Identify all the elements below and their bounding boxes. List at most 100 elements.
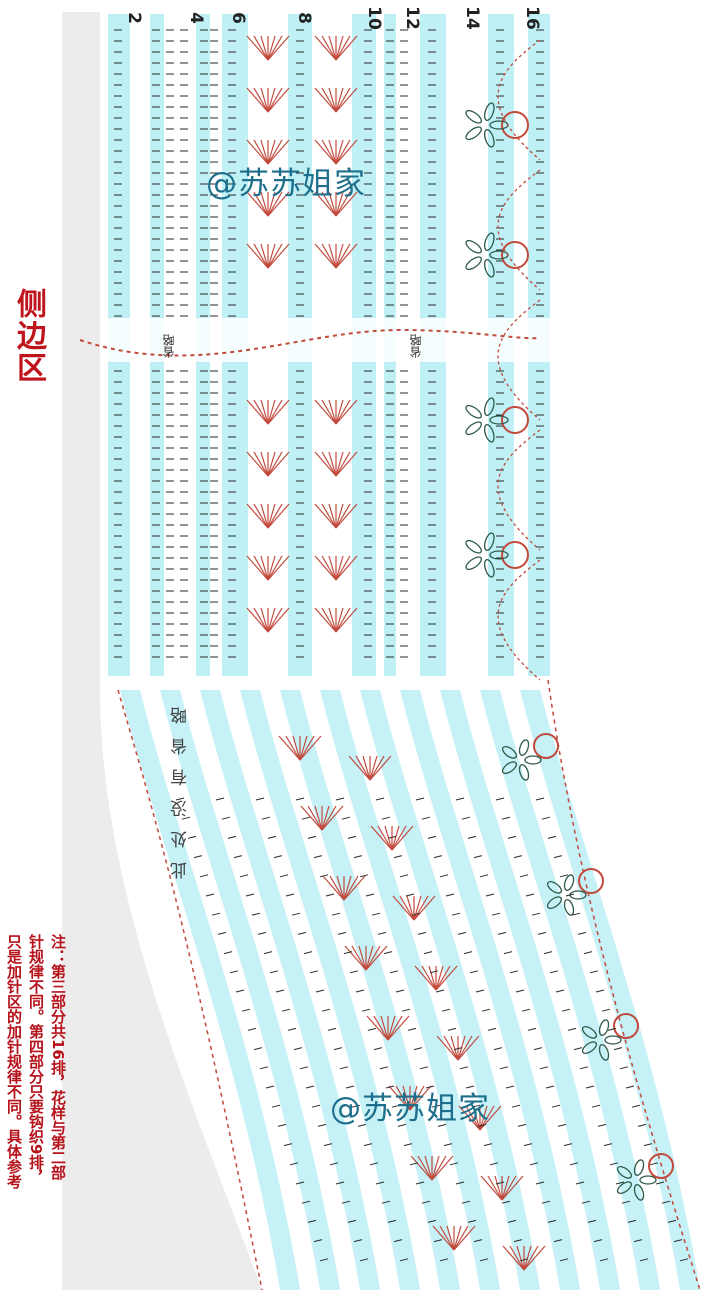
bottom-stitch-9-88 [667,1219,677,1223]
bottom-stitch-0-88 [307,1219,317,1223]
bottom-fan-b-4-3 [457,1035,480,1061]
bottom-fan-b-2-1 [413,895,422,921]
bottom-left-boundary [117,689,263,1290]
bottom-stitch-7-88 [587,1219,597,1223]
bottom-stitch-3-32 [343,951,353,955]
bottom-fan-b-0--2 [355,755,371,781]
row-number-10: 10 [363,6,384,30]
fan-stroke-0-164--3 [246,139,269,165]
fan-stroke-1-424-1 [335,399,344,425]
fan-stroke-0-60--3 [246,35,269,61]
bottom-fan-b-2--3 [392,895,415,921]
fan-stroke-0-112-3 [267,87,290,113]
bottom-fan-a-5-2 [409,1085,425,1111]
bottom-fan-a-6-1 [431,1155,440,1181]
bottom-stitch-2-80 [375,1181,385,1185]
bottom-stitch-2-64 [351,1104,361,1108]
bottom-fan-b-4-2 [457,1035,473,1061]
bottom-stitch-2-8 [267,835,277,839]
bottom-stitch-4-20 [365,893,375,897]
bottom-stitch-0-36 [229,970,239,974]
bottom-fan-b-6-3 [501,1175,524,1201]
fan-stroke-0-112--3 [246,87,269,113]
bottom-stitch-2-4 [261,816,271,820]
fan-stroke-1-60--2 [321,35,337,61]
bottom-stitch-0-40 [235,989,245,993]
bottom-stitch-5-20 [405,893,415,897]
bottom-stitch-2-68 [357,1123,367,1127]
bottom-fan-a-4--3 [366,1015,389,1041]
flower-petal-2-2 [465,421,482,436]
bottom-stitch-7-48 [527,1027,537,1031]
bottom-stitch-3-80 [415,1181,425,1185]
bottom-stitch-9-32 [583,951,593,955]
bottom-fan-a-7--3 [432,1225,455,1251]
fan-stroke-0-424-2 [267,399,283,425]
bottom-fan-b-5-3 [479,1105,502,1131]
bottom-stitch-9-0 [535,797,545,801]
bottom-band-10 [520,690,700,1290]
fan-stroke-1-528--3 [314,503,337,529]
bottom-fan-a-3-3 [365,945,388,971]
bottom-stitch-3-16 [319,874,329,878]
bottom-stitch-8-28 [537,931,547,935]
flower-petal-0-4 [483,102,495,121]
bottom-stitch-3-0 [295,797,305,801]
bottom-band-7 [400,690,580,1290]
fan-stroke-0-268-2 [267,243,283,269]
bottom-stitch-5-72 [483,1143,493,1147]
bottom-stitch-6-76 [529,1162,539,1166]
fan-stroke-1-112-3 [335,87,358,113]
row-number-2: 2 [123,12,144,24]
bottom-stitch-5-56 [459,1066,469,1070]
fan-stroke-0-580-2 [267,555,283,581]
bottom-fan-a-5--2 [395,1085,411,1111]
bottom-stitch-9-24 [571,912,581,916]
bottom-stitch-7-96 [599,1258,609,1262]
bottom-stitch-7-36 [509,970,519,974]
bottom-flower-petal-2-2 [581,1041,598,1054]
bottom-stitch-3-64 [391,1104,401,1108]
fan-stroke-1-268--2 [321,243,337,269]
fan-stroke-1-164-3 [335,139,358,165]
bottom-stitch-4-12 [353,855,363,859]
bottom-stitch-6-52 [493,1047,503,1051]
fan-stroke-1-424-2 [335,399,351,425]
bottom-band-6 [360,690,540,1290]
bottom-stitch-7-80 [575,1181,585,1185]
fan-stroke-1-632--2 [321,607,337,633]
fan-stroke-0-632--3 [246,607,269,633]
bottom-band-8 [440,690,620,1290]
bottom-stitch-8-96 [639,1258,649,1262]
omission-divider-line [79,328,541,357]
bottom-flower-petal-3-3 [616,1166,633,1179]
fan-stroke-1-580-2 [335,555,351,581]
fan-stroke-0-632--2 [253,607,269,633]
bottom-stitch-8-60 [585,1085,595,1089]
bottom-stitch-2-44 [321,1008,331,1012]
bottom-fan-b-6-1 [501,1175,510,1201]
fan-stroke-1-164--1 [328,139,337,165]
flower-petal-1-4 [483,232,495,251]
row-number-8: 8 [293,12,314,24]
fan-stroke-0-580--1 [260,555,269,581]
flower-petal-1-1 [483,259,495,278]
bottom-stitch-1-88 [347,1219,357,1223]
bottom-stitch-5-80 [495,1181,505,1185]
fan-stroke-0-164-2 [267,139,283,165]
bottom-stitch-1-52 [293,1047,303,1051]
fan-stroke-1-60-3 [335,35,358,61]
fan-stroke-0-476-1 [267,451,276,477]
bottom-stitch-6-68 [517,1123,527,1127]
bottom-stitch-6-28 [457,931,467,935]
fan-stroke-1-112--3 [314,87,337,113]
bottom-fan-b-0--1 [362,755,371,781]
bottom-stitch-4-24 [371,912,381,916]
flower-petal-3-3 [465,539,482,554]
fan-stroke-0-580-3 [267,555,290,581]
bottom-fan-b-0--3 [348,755,371,781]
bottom-fan-b-1--3 [370,825,393,851]
bottom-fan-a-5--3 [388,1085,411,1111]
bottom-stitch-9-76 [649,1162,659,1166]
bottom-fan-a-5-3 [409,1085,432,1111]
